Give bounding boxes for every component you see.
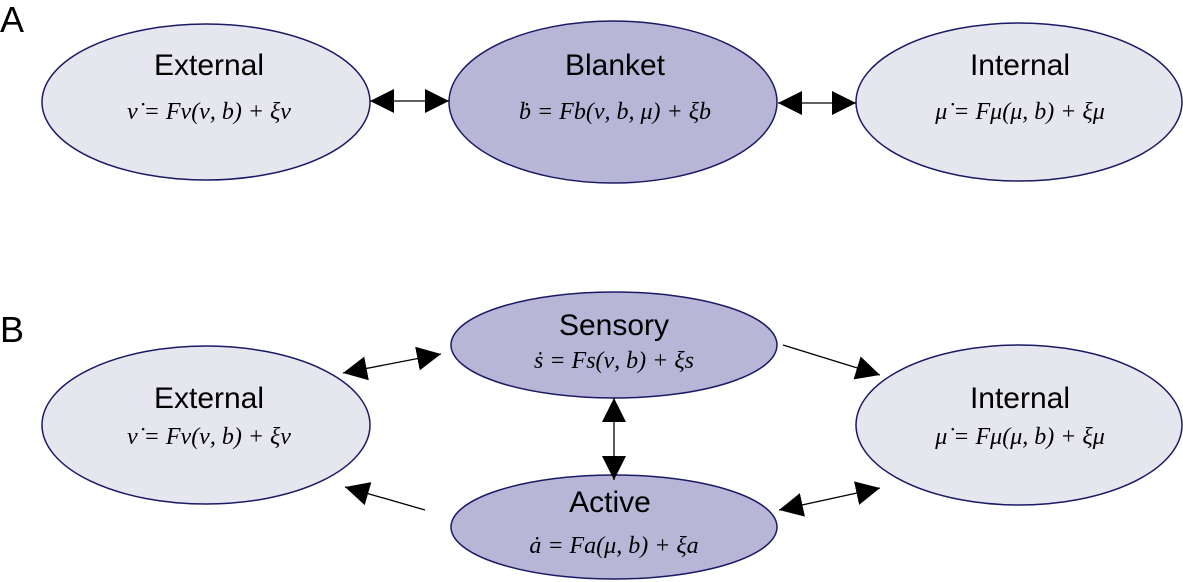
node-title-external-b: External [154,382,264,415]
node-equation-external-b: ν̇ = Fν(ν, b) + ξν [127,424,291,450]
panel-label-b: B [0,309,24,350]
node-equation-blanket-a: ḃ = Fb(ν, b, μ) + ξb [519,99,711,125]
ellipse-external-b [41,345,371,505]
panel-b: B Sensory ṡ = Fs(ν, b) + ξs External ν̇ … [0,291,1183,580]
node-title-active-b: Active [569,486,651,519]
node-blanket-a: Blanket ḃ = Fb(ν, b, μ) + ξb [448,20,778,184]
node-title-sensory-b: Sensory [559,309,669,342]
node-title-external-a: External [154,49,264,82]
node-title-blanket-a: Blanket [565,49,666,82]
node-title-internal-a: Internal [970,49,1070,82]
ellipse-internal-a [855,22,1183,182]
node-external-b: External ν̇ = Fν(ν, b) + ξν [41,345,371,505]
node-equation-external-a: ν̇ = Fν(ν, b) + ξν [127,99,291,125]
panel-a: A External ν̇ = Fν(ν, b) + ξν Blanket ḃ … [0,0,1183,184]
arrow-active-external-b [344,482,426,511]
ellipse-sensory-b [450,291,778,399]
node-internal-a: Internal μ̇ = Fμ(μ, b) + ξμ [855,22,1183,182]
node-sensory-b: Sensory ṡ = Fs(ν, b) + ξs [450,291,778,399]
ellipse-internal-b [855,344,1183,506]
ellipse-blanket-a [448,20,778,184]
arrow-internal-active-b [778,481,881,517]
node-external-a: External ν̇ = Fν(ν, b) + ξν [41,23,371,181]
node-equation-sensory-b: ṡ = Fs(ν, b) + ξs [534,348,694,374]
node-equation-internal-b: μ̇ = Fμ(μ, b) + ξμ [934,424,1105,450]
panel-label-a: A [0,0,24,40]
node-active-b: Active ȧ = Fa(μ, b) + ξa [450,474,778,580]
arrow-external-sensory-b [342,346,442,381]
node-title-internal-b: Internal [970,382,1070,415]
node-equation-active-b: ȧ = Fa(μ, b) + ξa [529,533,698,559]
node-equation-internal-a: μ̇ = Fμ(μ, b) + ξμ [934,99,1105,125]
node-internal-b: Internal μ̇ = Fμ(μ, b) + ξμ [855,344,1183,506]
arrow-sensory-internal-b [782,344,881,380]
